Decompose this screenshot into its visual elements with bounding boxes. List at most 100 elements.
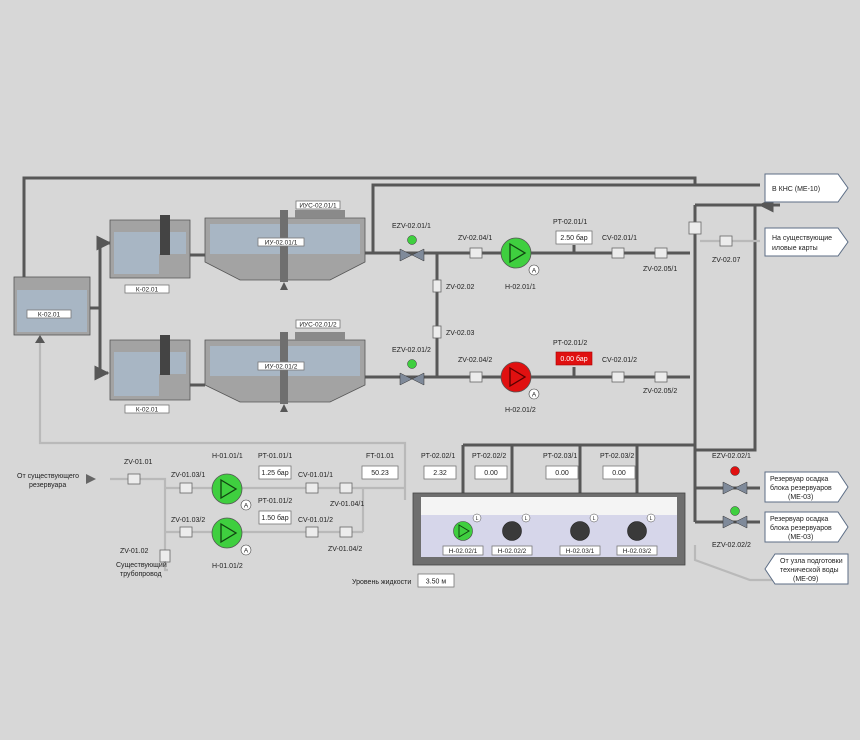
pump-h-0201-2-label: Н-02.01/2 xyxy=(505,407,536,414)
valve-zv-0104-1-label: ZV-01.04/1 xyxy=(330,501,364,508)
valve-cv-0201-2-label: CV-02.01/2 xyxy=(602,357,637,364)
valve-zv-0204-1[interactable]: ZV-02.04/1 xyxy=(458,235,492,259)
valve-cv-0201-1[interactable]: CV-02.01/1 xyxy=(602,235,637,259)
auto-mode-badge: A xyxy=(532,392,537,399)
destination-reservoir-1[interactable]: Резервуар осадка блока резервуаров (МЕ-0… xyxy=(764,471,849,503)
valve-zv-0204-2[interactable]: ZV-02.04/2 xyxy=(458,357,492,383)
valve-ezv-0202-2[interactable]: EZV-02.02/2 xyxy=(712,506,751,550)
auxiliary-pipelines xyxy=(38,239,780,582)
pump-h-0101-2[interactable]: A Н-01.01/2 xyxy=(211,517,252,570)
valve-zv-0205-2[interactable]: ZV-02.05/2 xyxy=(643,371,677,395)
valve-cv-0101-1-label: CV-01.01/1 xyxy=(298,472,333,479)
destination-kns[interactable]: В КНС (МЕ-10) xyxy=(764,173,849,203)
pump-h-0101-1[interactable]: Н-01.01/1 A xyxy=(211,453,252,511)
mixing-tank-upper[interactable]: К-02.01 xyxy=(109,215,191,294)
valve-ezv-0202-1[interactable]: EZV-02.02/1 xyxy=(712,453,751,495)
sensor-pt-0201-1[interactable]: PT-02.01/1 2.50 бар xyxy=(553,219,593,245)
collector-tank-label: К-02.01 xyxy=(38,312,61,319)
level-badge: L xyxy=(476,516,479,522)
clarifier-upper-scraper-label: ИУС-02.01/1 xyxy=(299,203,337,210)
valve-zv-0103-1-label: ZV-01.03/1 xyxy=(171,472,205,479)
valve-cv-0101-1[interactable]: CV-01.01/1 xyxy=(298,472,333,494)
valve-zv-0202[interactable]: ZV-02.02 xyxy=(432,279,475,293)
destination-reservoir-1-label-1: Резервуар осадка xyxy=(770,476,828,483)
pump-icon xyxy=(458,524,470,538)
sensor-pt-0201-1-value: 2.50 бар xyxy=(560,234,587,242)
mixer-icon xyxy=(160,215,170,255)
pump-h-0203-1-label: Н-02.03/1 xyxy=(566,548,595,555)
valve-zv-0102[interactable]: ZV-01.02 xyxy=(120,548,171,563)
valve-zv-0204-2-label: ZV-02.04/2 xyxy=(458,357,492,364)
pump-h-0201-1-label: Н-02.01/1 xyxy=(505,284,536,291)
sensor-pt-0201-2-tag: PT-02.01/2 xyxy=(553,340,587,347)
valve-cv-0201-1-label: CV-02.01/1 xyxy=(602,235,637,242)
sensor-ft-0101-value: 50.23 xyxy=(371,470,389,477)
sensor-pt-0101-1-value: 1.25 бар xyxy=(261,469,288,477)
pump-h-0203-1[interactable]: L Н-02.03/1 xyxy=(559,513,601,556)
valve-zv-0205-1[interactable]: ZV-02.05/1 xyxy=(643,247,677,273)
source-tech-water[interactable]: От узла подготовки технической воды (МЕ-… xyxy=(764,553,849,585)
sensor-pt-0101-1[interactable]: PT-01.01/1 1.25 бар xyxy=(258,453,292,480)
sensor-pt-0201-2[interactable]: PT-02.01/2 0.00 бар xyxy=(553,340,593,366)
source-existing-reservoir-label-2: резервуара xyxy=(29,482,66,489)
source-existing-reservoir: От существующего резервуара xyxy=(17,473,96,489)
destination-kns-label: В КНС (МЕ-10) xyxy=(772,186,820,193)
sensor-pt-0202-1[interactable]: PT-02.02/1 2.32 xyxy=(421,453,457,480)
sensor-pt-0202-2-value: 0.00 xyxy=(484,470,498,477)
destination-reservoir-1-label-2: блока резервуаров xyxy=(770,484,832,492)
sensor-pt-0203-2-tag: PT-02.03/2 xyxy=(600,453,634,460)
valve-zv-0104-2-label: ZV-01.04/2 xyxy=(328,546,362,553)
auto-mode-badge: A xyxy=(244,503,249,510)
clarifier-lower[interactable]: ИУС-02.01/2 ИУ-02.01/2 xyxy=(204,319,366,404)
valve-zv-0103-2-label: ZV-01.03/2 xyxy=(171,517,205,524)
pump-h-0201-2[interactable]: A Н-02.01/2 xyxy=(500,361,540,414)
valve-cv-0101-2[interactable]: CV-01.01/2 xyxy=(298,517,333,538)
clarifier-upper[interactable]: ИУС-02.01/1 ИУ-02.01/1 xyxy=(204,200,366,282)
pump-h-0203-2[interactable]: L Н-02.03/2 xyxy=(616,513,658,556)
sensor-pt-0201-1-tag: PT-02.01/1 xyxy=(553,219,587,226)
sensor-pt-0203-2[interactable]: PT-02.03/2 0.00 xyxy=(600,453,636,480)
status-indicator-icon xyxy=(407,235,417,245)
pump-icon xyxy=(220,478,238,500)
mixing-tank-lower[interactable]: К-02.01 xyxy=(109,335,191,414)
source-tech-water-label-2: технической воды xyxy=(780,566,839,574)
valve-zv-0207[interactable]: ZV-02.07 xyxy=(688,221,741,264)
pump-h-0202-1-label: Н-02.02/1 xyxy=(449,548,478,555)
destination-sludge-fields[interactable]: На существующие иловые карты xyxy=(764,227,849,257)
source-tech-water-label-3: (МЕ-09) xyxy=(793,576,818,583)
source-existing-reservoir-label-1: От существующего xyxy=(17,473,79,480)
pump-h-0203-2-label: Н-02.03/2 xyxy=(623,548,652,555)
source-existing-pipe-label-1: Существующий xyxy=(116,561,167,569)
valve-zv-0203-label: ZV-02.03 xyxy=(446,330,475,337)
valve-zv-0104-1[interactable]: ZV-01.04/1 xyxy=(330,482,364,508)
mixing-tank-lower-label: К-02.01 xyxy=(136,407,159,414)
valve-zv-0101[interactable]: ZV-01.01 xyxy=(124,459,153,485)
destination-reservoir-2[interactable]: Резервуар осадка блока резервуаров (МЕ-0… xyxy=(764,511,849,543)
valve-ezv-0201-1[interactable]: EZV-02.01/1 xyxy=(392,223,431,262)
valve-zv-0103-2[interactable]: ZV-01.03/2 xyxy=(171,517,205,538)
clarifier-lower-label: ИУ-02.01/2 xyxy=(265,364,298,371)
pump-h-0202-1[interactable]: L Н-02.02/1 xyxy=(442,513,484,556)
pump-h-0202-2[interactable]: L Н-02.02/2 xyxy=(491,513,533,556)
liquid-level-label: Уровень жидкости xyxy=(352,579,411,586)
valve-zv-0104-2[interactable]: ZV-01.04/2 xyxy=(328,526,362,553)
valve-zv-0103-1[interactable]: ZV-01.03/1 xyxy=(171,472,205,494)
level-badge: L xyxy=(650,516,653,522)
pump-icon xyxy=(509,242,527,264)
valve-zv-0203[interactable]: ZV-02.03 xyxy=(432,325,475,339)
destination-reservoir-2-label-3: (МЕ-03) xyxy=(788,534,813,541)
mixer-icon xyxy=(160,335,170,375)
sensor-pt-0202-2[interactable]: PT-02.02/2 0.00 xyxy=(472,453,508,480)
collector-tank[interactable]: К-02.01 xyxy=(13,276,91,336)
auto-mode-badge: A xyxy=(244,548,249,555)
pump-h-0202-2-label: Н-02.02/2 xyxy=(498,548,527,555)
level-badge: L xyxy=(525,516,528,522)
sensor-pt-0203-1[interactable]: PT-02.03/1 0.00 xyxy=(543,453,579,480)
sensor-pt-0101-2[interactable]: PT-01.01/2 1.50 бар xyxy=(258,498,292,525)
pump-h-0101-2-label: Н-01.01/2 xyxy=(212,563,243,570)
valve-ezv-0201-2[interactable]: EZV-02.01/2 xyxy=(392,347,431,386)
status-indicator-icon xyxy=(730,506,740,516)
pump-h-0201-1[interactable]: A Н-02.01/1 xyxy=(500,237,540,291)
sensor-ft-0101[interactable]: FT-01.01 50.23 xyxy=(361,453,399,480)
valve-cv-0201-2[interactable]: CV-02.01/2 xyxy=(602,357,637,383)
